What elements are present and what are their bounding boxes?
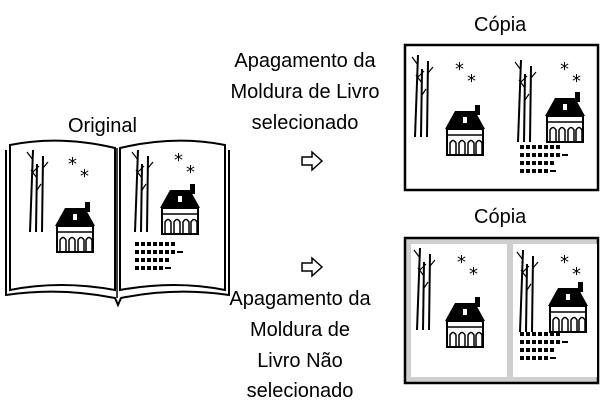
arrow-right-icon: [301, 257, 323, 277]
erase-selected-label-line3: selecionado: [251, 112, 359, 134]
erase-not-selected-label-line3: Livro Não: [257, 350, 343, 372]
erase-selected-label-line2: Moldura de Livro: [230, 81, 380, 103]
copy-label-bottom: Cópia: [474, 206, 527, 228]
copy-selected-illustration: [403, 43, 600, 192]
erase-not-selected-label-line1: Apagamento da: [229, 288, 371, 310]
erase-not-selected-label-line4: selecionado: [246, 380, 354, 402]
book-icon: [5, 139, 230, 308]
copy-label-top: Cópia: [474, 14, 527, 36]
arrow-right-icon: [301, 151, 323, 171]
copy-not-selected-illustration: [403, 236, 600, 385]
erase-not-selected-label-line2: Moldura de: [249, 319, 351, 341]
original-label: Original: [68, 115, 137, 137]
erase-selected-label-line1: Apagamento da: [234, 50, 376, 72]
